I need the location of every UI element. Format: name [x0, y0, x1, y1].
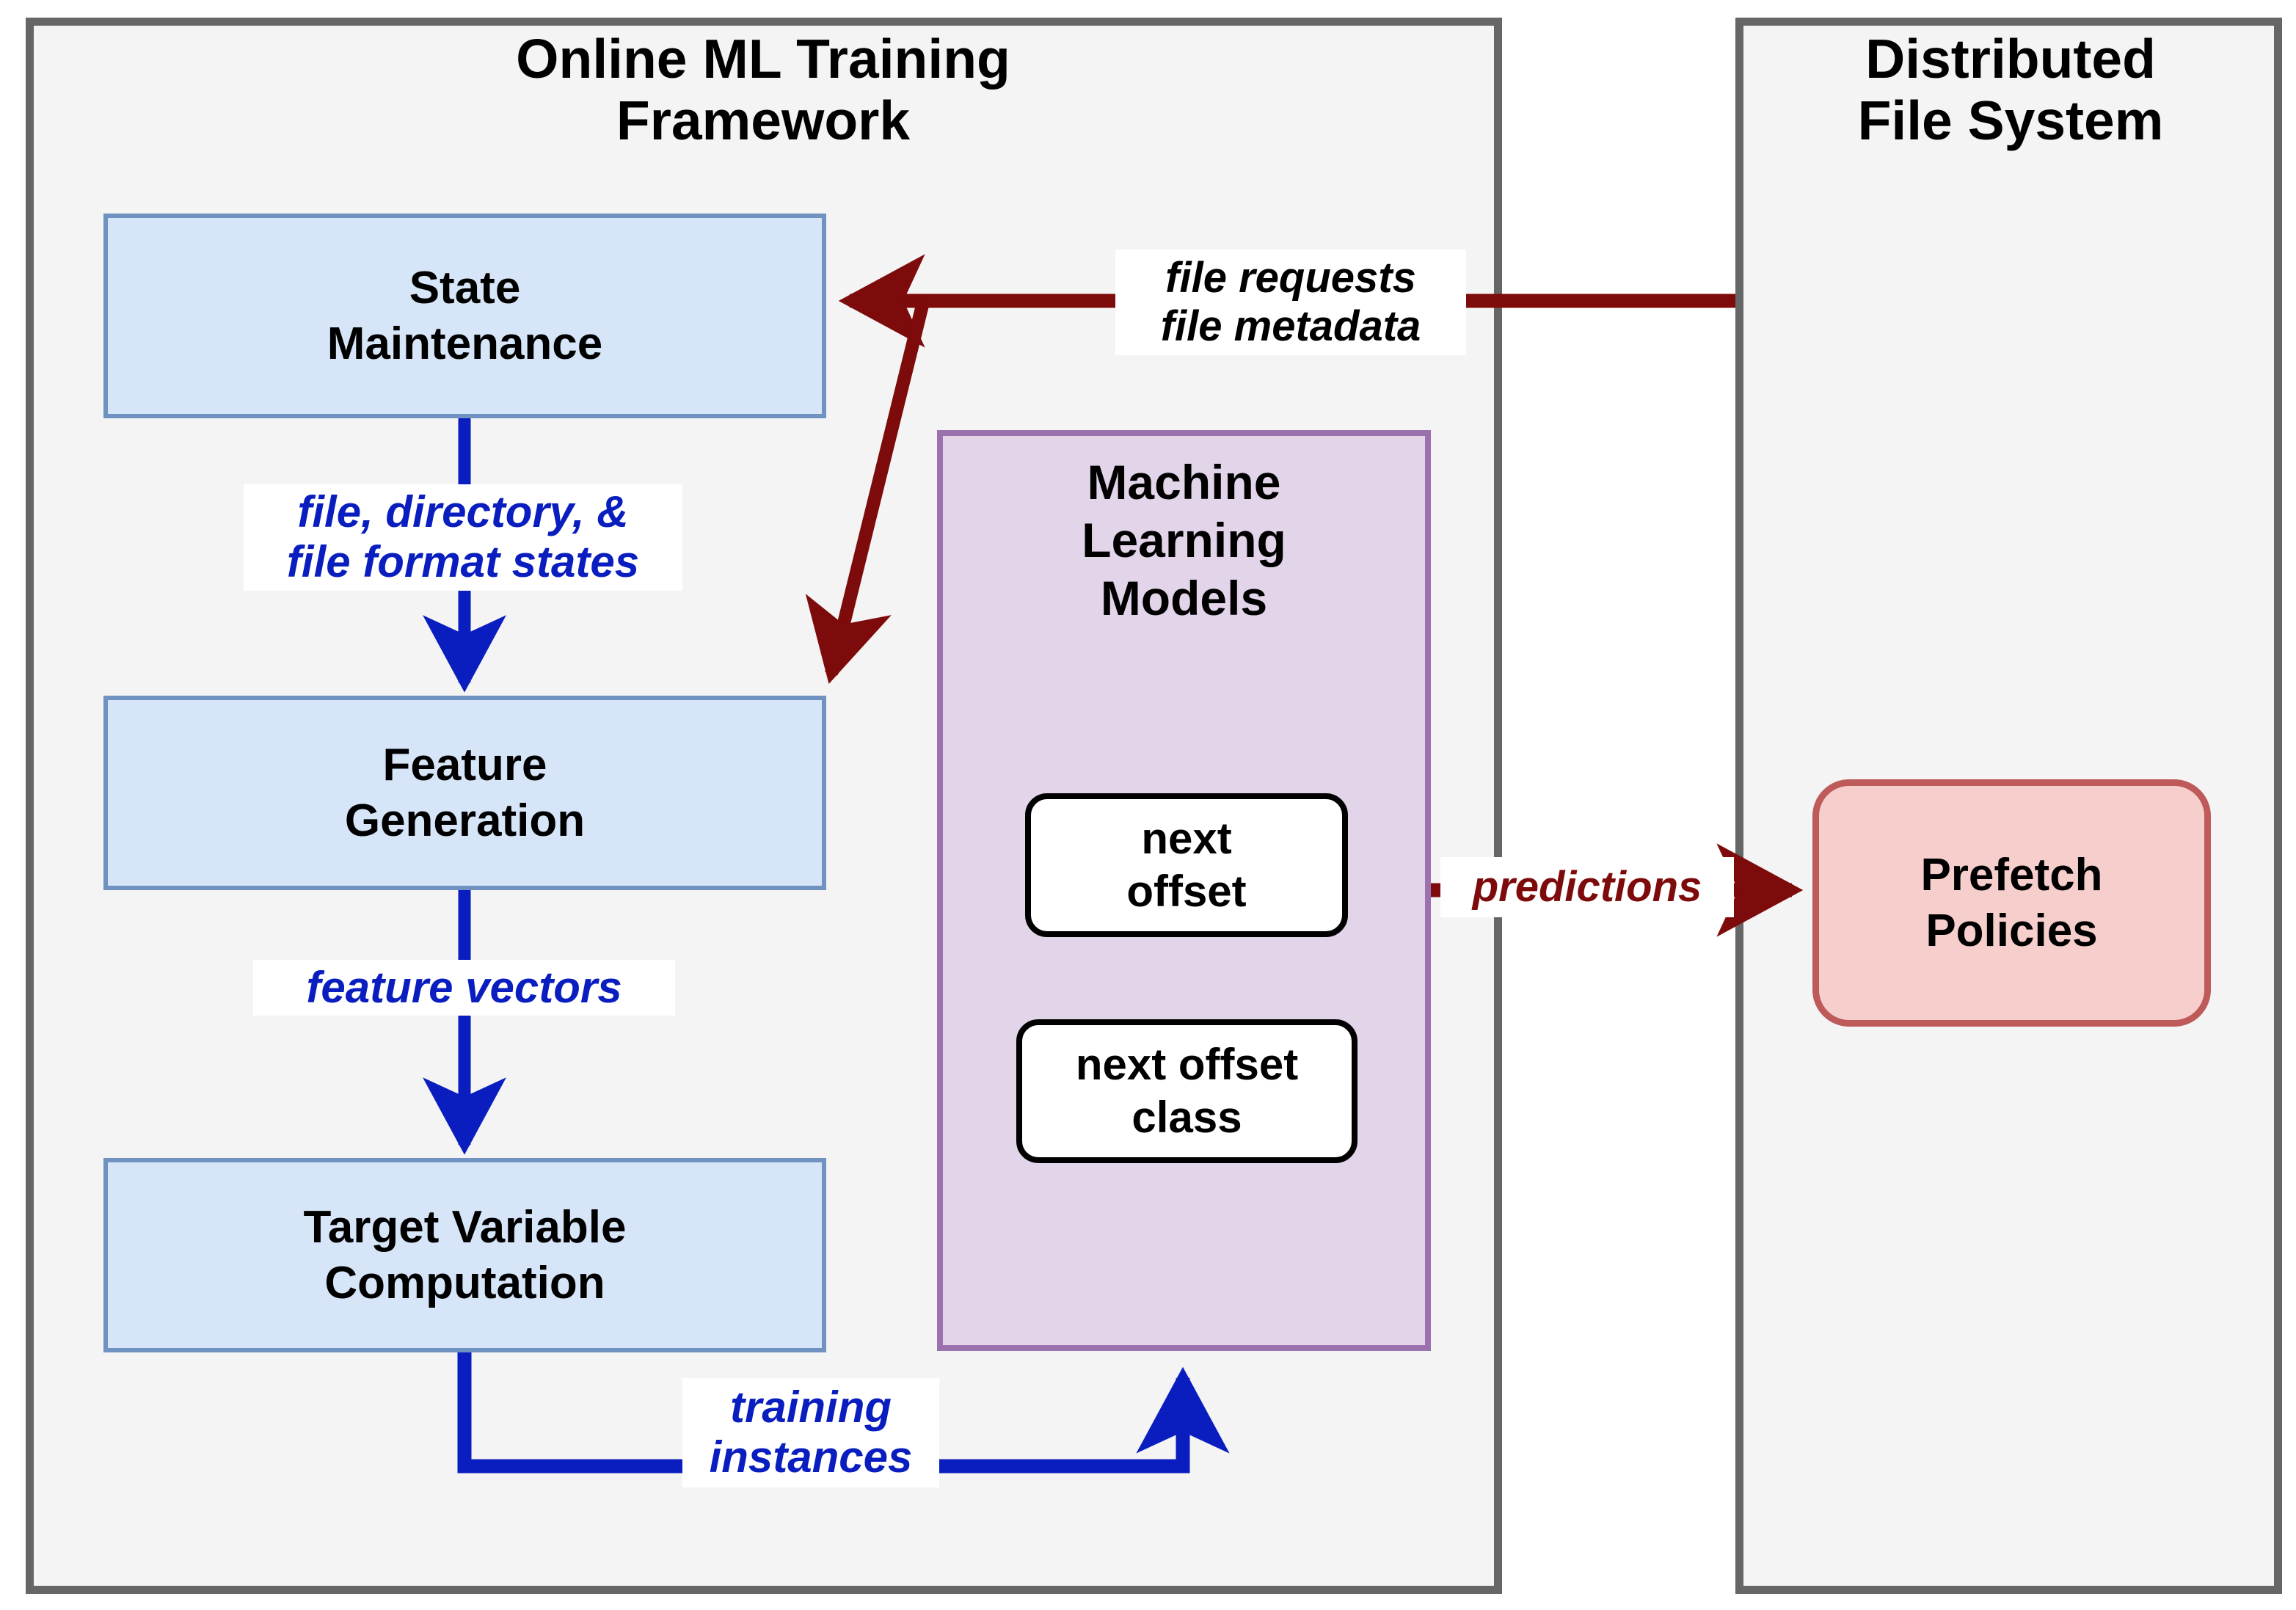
- node-next-offset[interactable]: next offset: [1025, 793, 1348, 937]
- edge-label-feature-vectors: feature vectors: [253, 960, 675, 1016]
- node-prefetch-policies[interactable]: Prefetch Policies: [1812, 779, 2211, 1027]
- node-machine-learning-models[interactable]: Machine Learning Models next offset next…: [937, 430, 1431, 1351]
- node-target-variable-computation[interactable]: Target Variable Computation: [103, 1158, 826, 1352]
- panel-left-title: Online ML Training Framework: [516, 28, 1010, 151]
- edge-label-file-requests-metadata: file requests file metadata: [1115, 249, 1466, 356]
- edge-label-file-directory-states: file, directory, & file format states: [244, 484, 682, 591]
- machine-learning-models-title: Machine Learning Models: [1082, 455, 1286, 626]
- panel-right-title: Distributed File System: [1857, 28, 2164, 151]
- edge-label-predictions: predictions: [1440, 857, 1734, 918]
- node-feature-generation[interactable]: Feature Generation: [103, 696, 826, 890]
- node-next-offset-class[interactable]: next offset class: [1016, 1019, 1357, 1163]
- node-state-maintenance[interactable]: State Maintenance: [103, 214, 826, 418]
- edge-label-training-instances: training instances: [682, 1378, 939, 1487]
